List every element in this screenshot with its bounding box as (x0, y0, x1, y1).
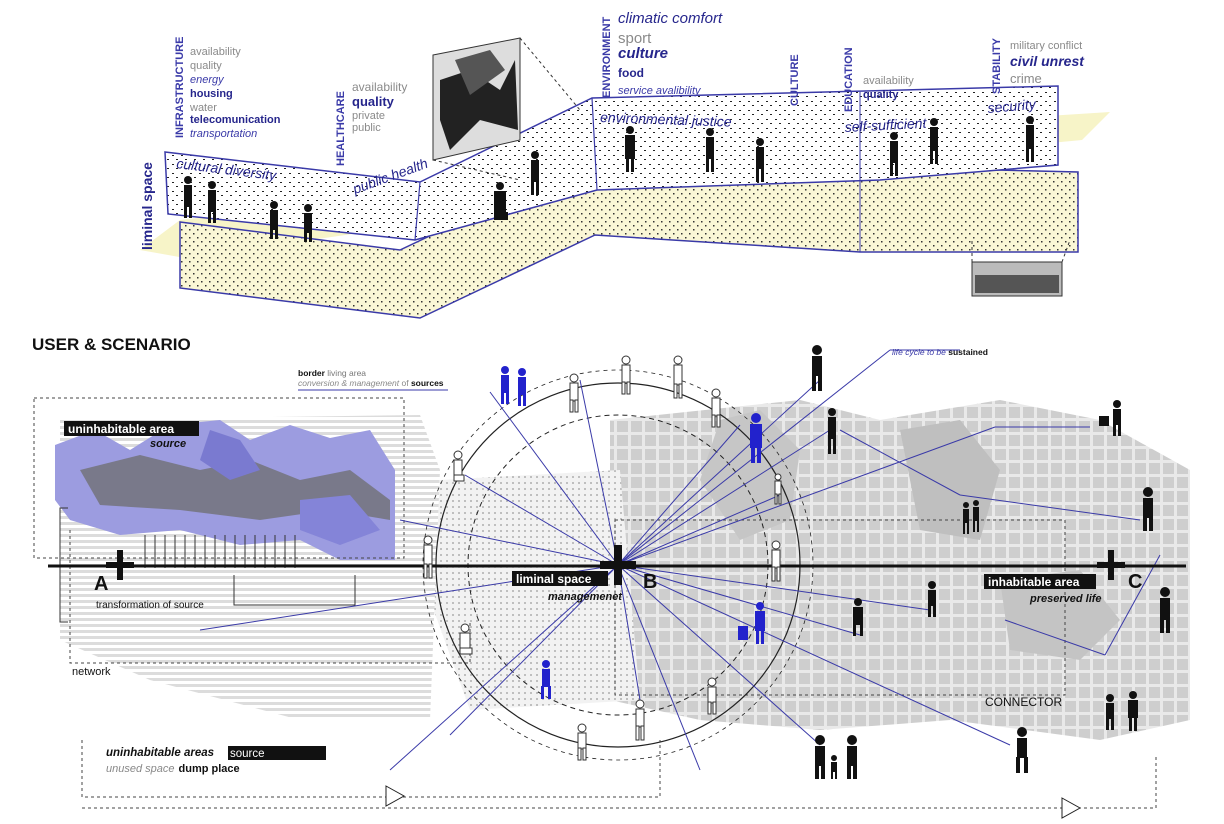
terrain-photo-inset (432, 37, 581, 181)
point-b-label: B (643, 571, 657, 593)
category-infrastructure: INFRASTRUCTURE availability quality ener… (174, 37, 281, 140)
legend-source-tag: source (230, 748, 265, 760)
category-item: sport (618, 30, 652, 47)
inhabitable-tag-bg (984, 574, 1096, 589)
category-item: service avalibility (618, 85, 702, 97)
category-item: housing (190, 88, 233, 100)
point-c-label: C (1128, 571, 1142, 593)
section-title: USER & SCENARIO (32, 335, 191, 354)
city-photo-inset (971, 239, 1071, 297)
uninhabitable-sub: source (150, 438, 186, 450)
plus-marker-c (1097, 550, 1125, 580)
transformation-bracket (59, 507, 356, 623)
border-note-conversion: conversion & management (298, 378, 400, 388)
border-note-rest: living area (325, 368, 366, 378)
wall-label-self-sufficient: self-sufficient (844, 115, 928, 135)
category-item: military conflict (1010, 40, 1082, 52)
uninhabitable-tag: uninhabitable area (68, 422, 174, 436)
flow-arrow-2 (1061, 797, 1082, 819)
category-item: quality (352, 94, 395, 109)
legend-source-tag-bg (228, 746, 326, 760)
people-figures-top (184, 116, 1034, 242)
category-item: culture (618, 45, 668, 62)
category-title: EDUCATION (843, 47, 855, 112)
category-item: telecomunication (190, 114, 281, 126)
wall-label-environmental-justice: environmental justice (600, 109, 732, 130)
top-strip-diagram: liminal space cultural diversity public … (139, 10, 1110, 319)
flow-arrow-1 (385, 785, 406, 807)
point-a-label: A (94, 573, 108, 595)
category-item: quality (863, 89, 899, 101)
category-healthcare: HEALTHCARE availability quality private … (335, 80, 407, 166)
connector-zone-frame (614, 519, 1066, 696)
category-item: availability (190, 46, 241, 58)
category-item: energy (190, 74, 225, 86)
category-title: HEALTHCARE (335, 91, 347, 166)
liminal-sub: managemenet (548, 591, 623, 603)
life-cycle-bold: sustained (948, 347, 988, 357)
inhabitable-tag: inhabitable area (988, 575, 1080, 589)
mountain-source-image (55, 420, 395, 560)
border-note-bold: border (298, 368, 326, 378)
liminal-space-side-label: liminal space (139, 162, 155, 250)
wall-label-security: security (987, 96, 1037, 116)
plus-marker-b (600, 545, 636, 585)
category-item: food (618, 66, 644, 80)
svg-text:border living area: border living area (298, 368, 366, 378)
category-title: ENVIRONMENT (601, 16, 613, 98)
category-stability: STABILITY military conflict civil unrest… (991, 37, 1085, 94)
uninhabitable-tag-bg (64, 421, 199, 436)
category-title: STABILITY (991, 37, 1003, 94)
plus-marker-a (106, 550, 134, 580)
network-label: network (72, 666, 111, 678)
category-item: civil unrest (1010, 53, 1085, 69)
border-note-of: of (399, 378, 411, 388)
people-figures-blue (501, 366, 765, 699)
people-figures-black (812, 345, 1170, 779)
user-scenario-diagram: USER & SCENARIO (32, 335, 1190, 819)
category-item: crime (1010, 71, 1042, 86)
flow-frame (81, 740, 1157, 809)
category-item: public (352, 122, 381, 134)
liminal-tag: liminal space (516, 572, 592, 586)
category-environment: ENVIRONMENT climatic comfort sport cultu… (601, 10, 723, 98)
life-cycle-italic: life cycle to be (892, 347, 948, 357)
source-area-frame (33, 397, 405, 559)
connector-lines (199, 349, 1161, 771)
legend-line1-italic: uninhabitable areas (106, 747, 214, 759)
legend: uninhabitable areas source unused space d… (106, 746, 326, 775)
category-item: climatic comfort (618, 10, 723, 27)
people-figures-outline (423, 355, 782, 761)
category-item: availability (352, 80, 407, 94)
transformation-label: transformation of source (96, 600, 204, 611)
inhabitable-sub: preserved life (1029, 593, 1102, 605)
category-education: EDUCATION availability quality (843, 47, 914, 112)
svg-text:uninhabitable areas: uninhabitable areas (106, 747, 214, 759)
legend-line2-bold: dump place (179, 763, 240, 775)
border-note-sources: sources (411, 378, 444, 388)
category-item: quality (190, 60, 222, 72)
category-item: private (352, 110, 385, 122)
category-item: availability (863, 75, 914, 87)
svg-text:conversion & management of sou: conversion & management of sources (298, 378, 444, 388)
connector-label: CONNECTOR (985, 695, 1062, 709)
life-cycle-note: life cycle to be sustained (892, 347, 988, 357)
category-item: transportation (190, 128, 257, 140)
svg-text:life cycle to be sustained: life cycle to be sustained (892, 347, 988, 357)
category-item: water (189, 102, 217, 114)
legend-line2-italic: unused space (106, 763, 175, 775)
category-title: INFRASTRUCTURE (174, 37, 186, 138)
category-culture-title: CULTURE (789, 54, 801, 106)
liminal-tag-bg (512, 571, 608, 586)
border-note: border living area conversion & manageme… (298, 368, 448, 391)
